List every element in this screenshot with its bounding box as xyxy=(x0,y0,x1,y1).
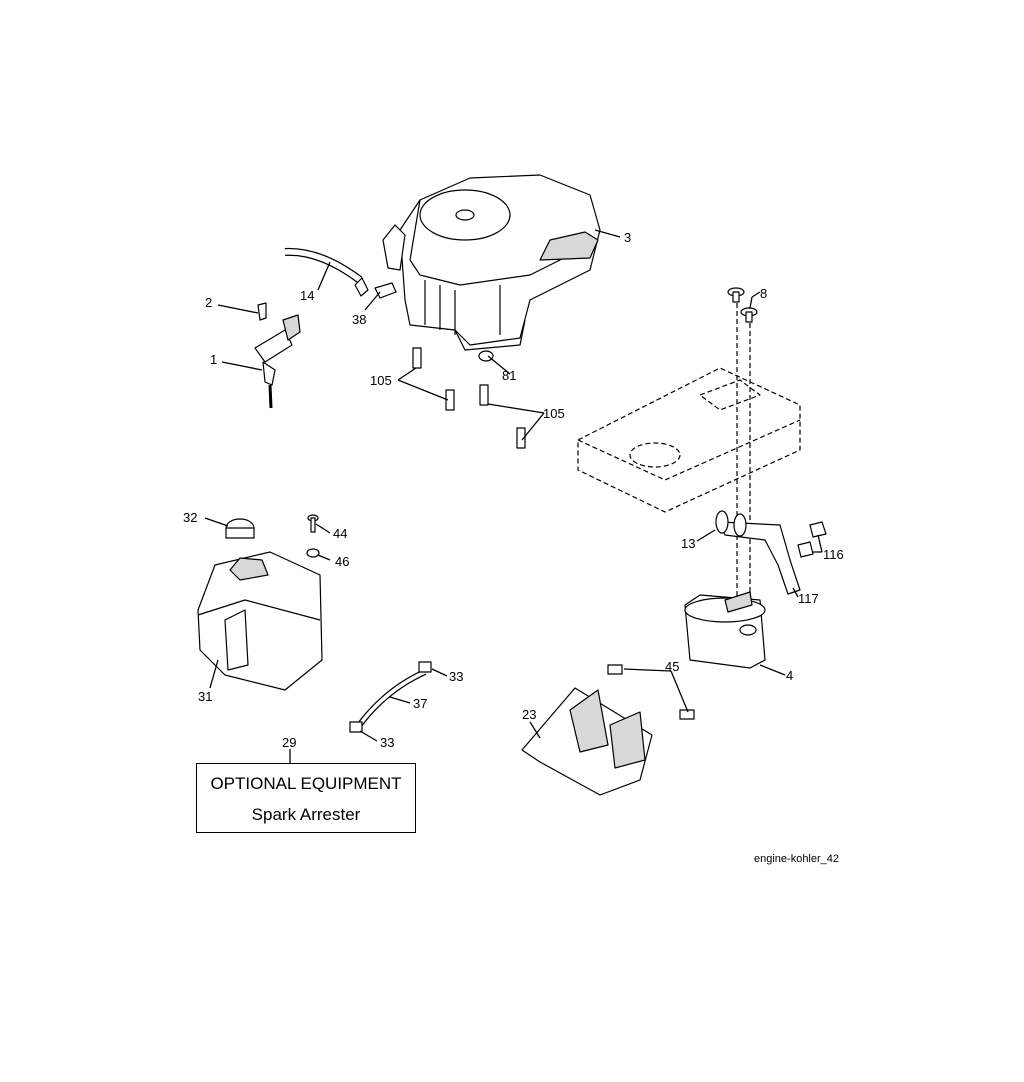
callout-45: 45 xyxy=(665,659,680,674)
optional-equipment-title: OPTIONAL EQUIPMENT xyxy=(210,774,402,793)
exhaust-pipe xyxy=(715,510,827,595)
callout-117: 117 xyxy=(798,591,819,606)
callout-4: 4 xyxy=(786,668,794,683)
optional-equipment-box: OPTIONAL EQUIPMENT Spark Arrester xyxy=(196,763,416,833)
fitting-38 xyxy=(374,282,397,299)
callout-81: 81 xyxy=(502,368,517,383)
engine-bolts xyxy=(412,347,526,449)
callout-31: 31 xyxy=(198,689,213,704)
callout-23: 23 xyxy=(522,707,537,722)
callout-32: 32 xyxy=(183,510,198,525)
callout-3: 3 xyxy=(624,230,632,245)
callout-29: 29 xyxy=(282,735,297,750)
leader-lines xyxy=(204,229,823,763)
callout-2: 2 xyxy=(205,295,213,310)
callout-8: 8 xyxy=(760,286,768,301)
callout-116: 116 xyxy=(823,547,844,562)
callout-105-right: 105 xyxy=(543,406,565,421)
screws-8 xyxy=(727,287,758,323)
callout-33-bottom: 33 xyxy=(380,735,395,750)
engine-drawing xyxy=(382,174,601,351)
muffler-4 xyxy=(684,591,766,669)
callout-37: 37 xyxy=(413,696,428,711)
callout-33-top: 33 xyxy=(449,669,464,684)
fuel-hose-37 xyxy=(349,661,432,733)
spark-arrester-label: Spark Arrester xyxy=(251,805,361,824)
throttle-control xyxy=(254,302,301,409)
callout-44: 44 xyxy=(333,526,348,541)
callout-13: 13 xyxy=(681,536,696,551)
callout-105-left: 105 xyxy=(370,373,392,388)
callout-1: 1 xyxy=(210,352,218,367)
callout-38: 38 xyxy=(352,312,367,327)
callout-14: 14 xyxy=(300,288,315,303)
diagram-reference: engine-kohler_42 xyxy=(754,853,840,865)
heat-shield-23 xyxy=(521,664,695,796)
fuel-tank-31 xyxy=(197,518,323,691)
callout-46: 46 xyxy=(335,554,350,569)
screw-44-washer-46 xyxy=(306,514,320,558)
